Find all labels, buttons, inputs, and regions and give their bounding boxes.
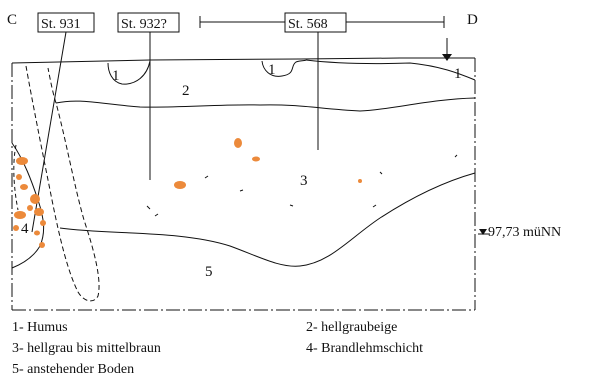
layer-number: 5 xyxy=(205,264,213,280)
pit-inner-dashed xyxy=(13,144,19,211)
elevation-marker: 97,73 müNN xyxy=(478,225,561,240)
layer-number: 4 xyxy=(21,221,29,237)
profile-frame xyxy=(11,58,476,311)
legend-item: 1- Humus xyxy=(12,320,68,335)
stelle-label: St. 932? xyxy=(121,17,167,32)
ground-surface-line xyxy=(11,57,475,64)
humus-boundary-left xyxy=(107,60,151,85)
humus-boundary-middle xyxy=(261,59,307,77)
corner-label-d: D xyxy=(467,12,478,28)
elevation-label: 97,73 müNN xyxy=(488,225,561,240)
layer-number: 2 xyxy=(182,83,190,99)
stelle-label: St. 931 xyxy=(41,17,81,32)
corner-label-c: C xyxy=(7,12,17,28)
stelle-label: St. 568 xyxy=(288,17,328,32)
layer-number: 1 xyxy=(454,66,462,82)
pit-outline-dashed xyxy=(25,65,100,302)
layer3-boundary xyxy=(59,172,476,267)
legend: 1- Humus 2- hellgraubeige 3- hellgrau bi… xyxy=(12,320,423,377)
legend-item: 3- hellgrau bis mittelbraun xyxy=(12,341,161,356)
layer-number: 1 xyxy=(268,62,276,78)
layer-number: 1 xyxy=(112,68,120,84)
legend-item: 4- Brandlehmschicht xyxy=(306,341,423,356)
inclusion-marks xyxy=(146,154,458,217)
stelle-box-931: St. 931 xyxy=(37,12,95,33)
surface-arrow-icon xyxy=(442,38,452,61)
stelle-box-932: St. 932? xyxy=(117,12,180,33)
humus-boundary-right xyxy=(305,59,476,81)
layer2-boundary xyxy=(55,97,476,112)
legend-item: 5- anstehender Boden xyxy=(12,362,134,377)
legend-item: 2- hellgraubeige xyxy=(306,320,397,335)
stelle-box-568: St. 568 xyxy=(199,12,445,33)
elevation-arrow-icon xyxy=(479,229,487,235)
brandlehm-fragments xyxy=(13,138,362,248)
layer-number: 3 xyxy=(300,173,308,189)
